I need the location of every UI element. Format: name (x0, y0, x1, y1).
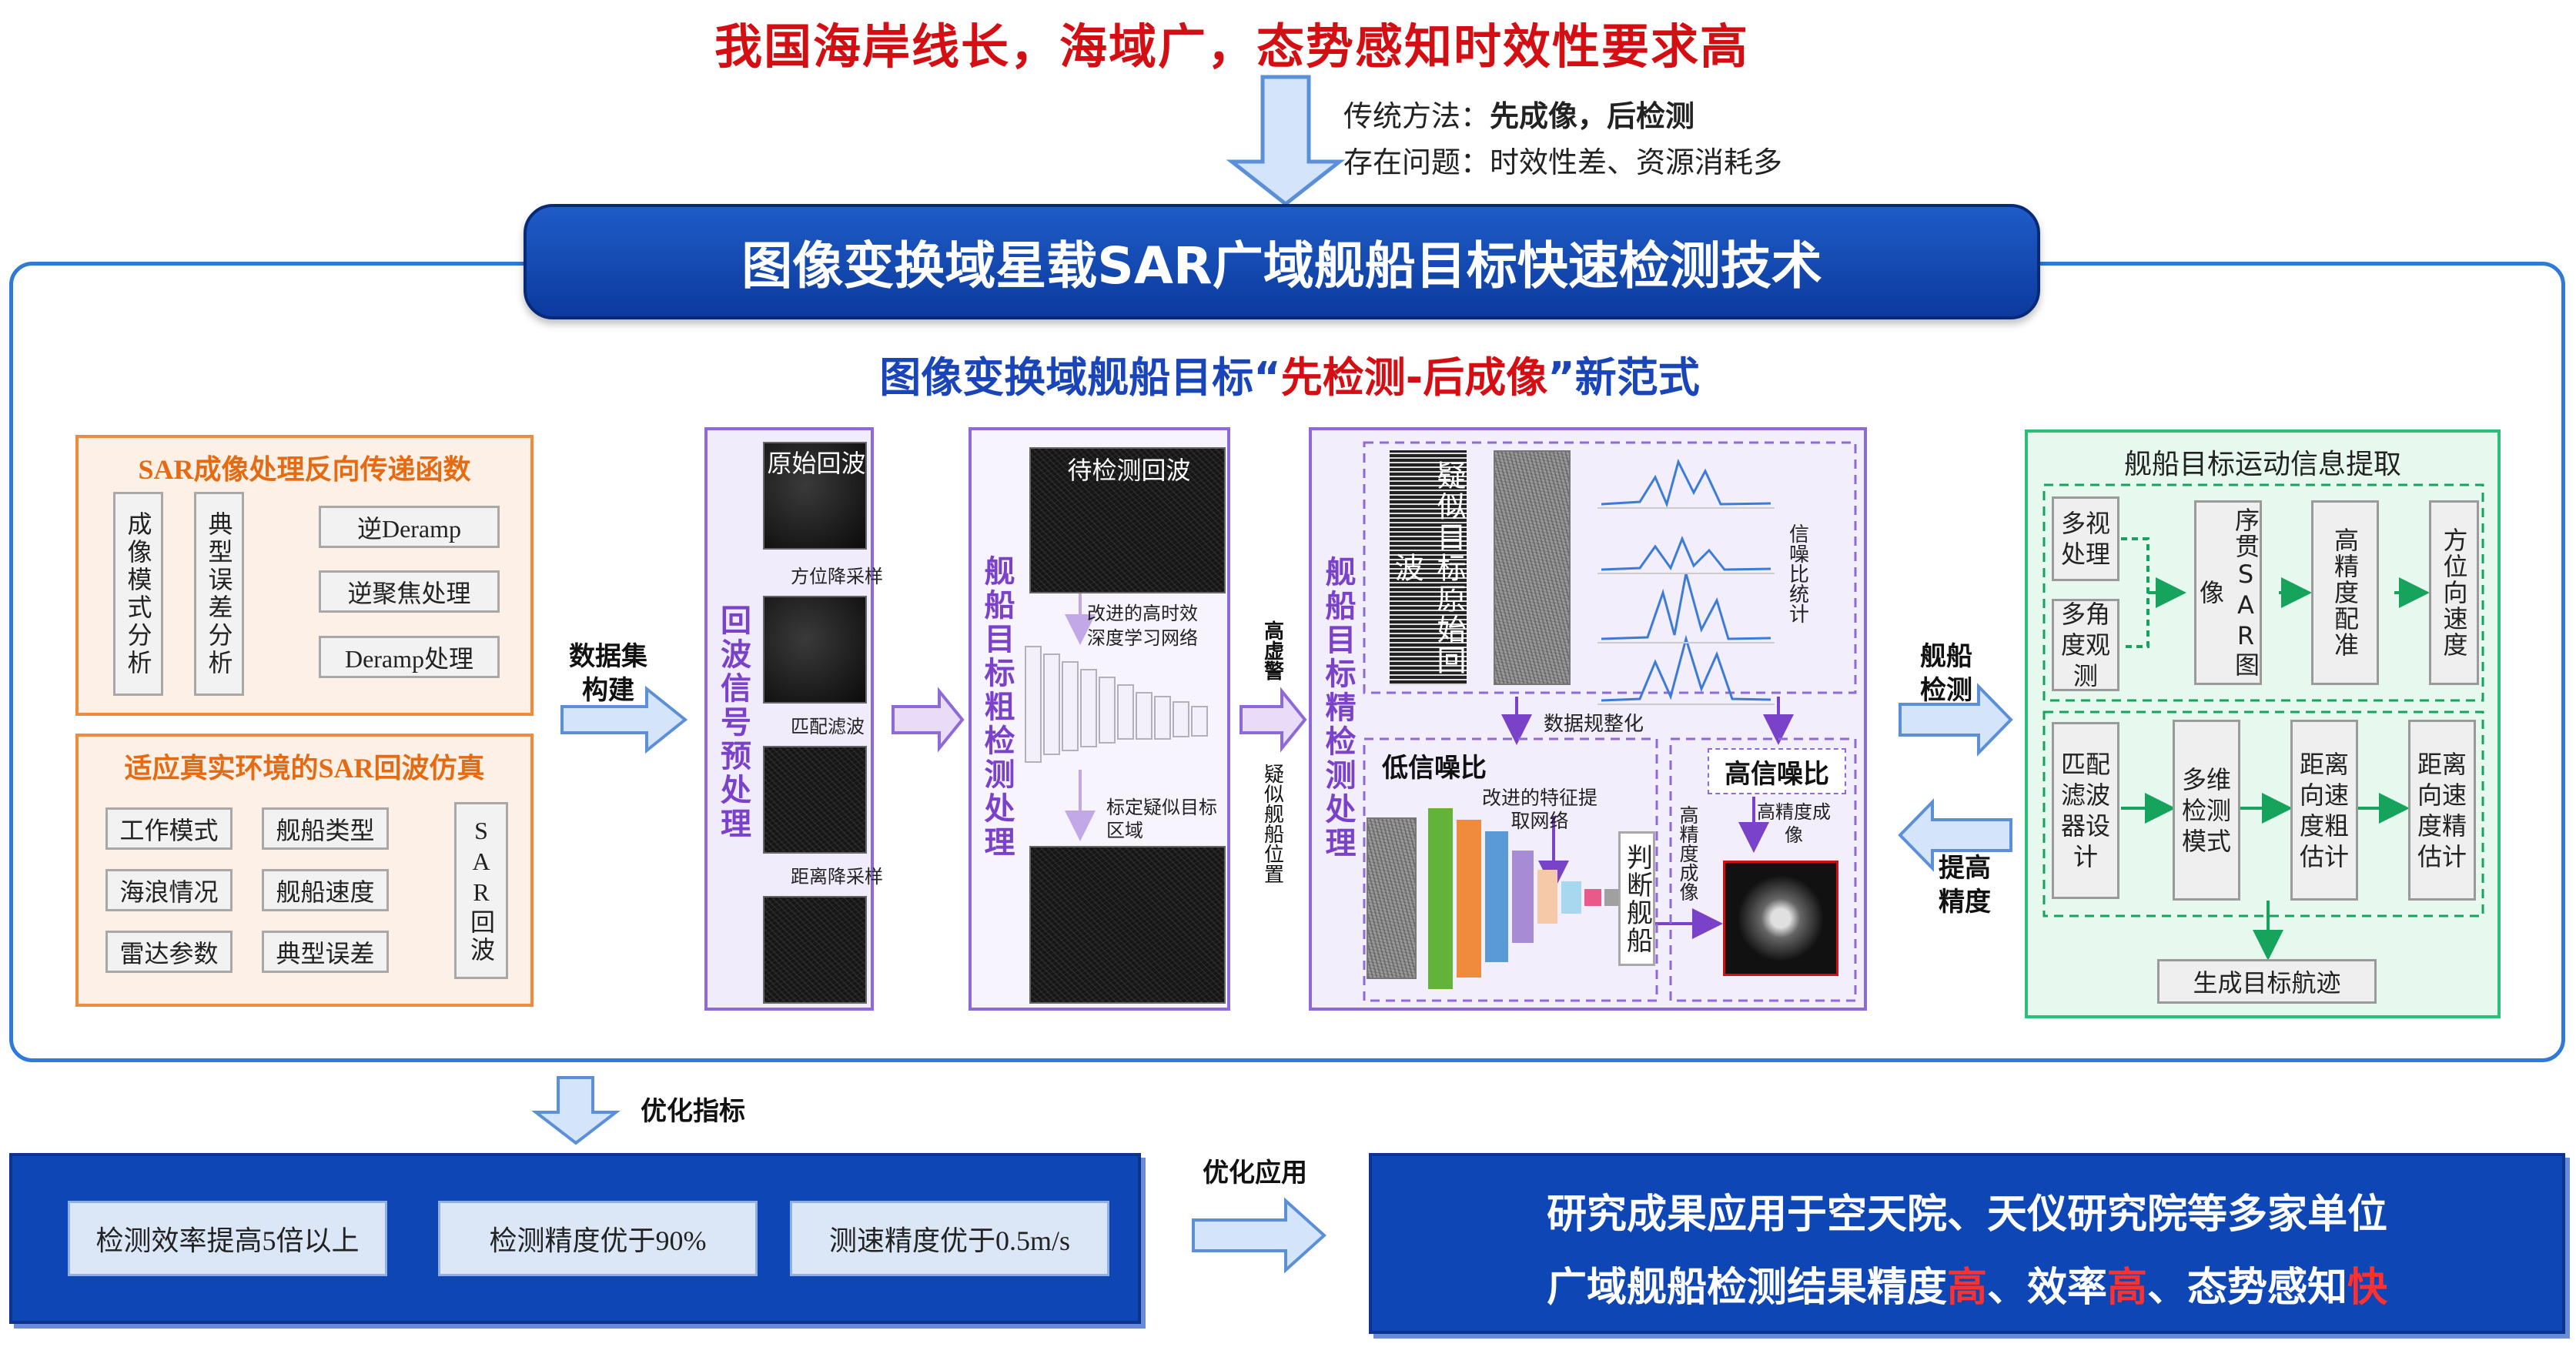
subtitle-post: ”新范式 (1547, 353, 1700, 402)
raw-echo-label: 原始回波 (767, 449, 866, 478)
traditional-prefix: 传统方法： (1343, 99, 1490, 133)
paradigm-subtitle: 图像变换域舰船目标“先检测-后成像”新范式 (693, 339, 1886, 408)
range-image (763, 896, 867, 1004)
result-text-a: 广域舰船检测结果精度 (1546, 1264, 1947, 1311)
coarse-detection-title: 舰船目标粗检测处理 (979, 555, 1015, 860)
suspect-gray-image (1494, 450, 1571, 685)
ship-detection-label: 舰船检测 (1920, 641, 1972, 706)
data-normalization: 数据规整化 (1544, 713, 1644, 736)
suspect-raw-echo: 疑似目标原始回波 (1390, 450, 1467, 685)
arrow-echo-coarse (892, 687, 965, 753)
marked-region-image (1029, 846, 1226, 1004)
result-text-c: 、效率 (1986, 1264, 2107, 1311)
radar-parameters: 雷达参数 (105, 931, 233, 973)
result-text-e: 、态势感知 (2147, 1264, 2348, 1311)
main-banner: 图像变换域星载SAR广域舰船目标快速检测技术 (524, 204, 2040, 319)
sequential-sar-image: 序贯SAR图像 (2194, 500, 2262, 685)
arrow-improve (1898, 798, 2012, 872)
traditional-method: 传统方法：先成像，后检测 (1343, 92, 1882, 140)
azimuth-downsample: 方位降采样 (791, 566, 883, 587)
high-precision-registration: 高精度配准 (2311, 500, 2379, 685)
ship-speed: 舰船速度 (262, 869, 389, 911)
wave-condition: 海浪情况 (105, 869, 233, 911)
problem-line: 存在问题：时效性差、资源消耗多 (1343, 145, 1783, 179)
metric-efficiency: 检测效率提高5倍以上 (68, 1201, 387, 1276)
range-speed-fine: 距离向速度精估计 (2408, 720, 2476, 901)
echo-preprocess-title: 回波信号预处理 (715, 604, 751, 841)
efficient-network-label: 改进的高时效深度学习网络 (1087, 603, 1198, 649)
hp-imaging-label: 高精度成像 (1757, 801, 1831, 846)
high-snr-label: 高信噪比 (1708, 748, 1846, 794)
matched-filter-design: 匹配滤波器设计 (2052, 722, 2119, 899)
coarse-detection-panel: 舰船目标粗检测处理 待检测回波 改进的高时效深度学习网络 标定疑似目标区域 (969, 427, 1230, 1011)
traditional-method-bold: 先成像，后检测 (1490, 99, 1695, 133)
arrow-coarse-fine (1239, 687, 1307, 753)
low-snr-image (1367, 817, 1417, 979)
raw-echo-image: 原始回波 (763, 442, 867, 550)
azimuth-image (763, 596, 867, 704)
sar-echo: SAR回波 (454, 802, 508, 979)
feature-network-label: 改进的特征提取网络 (1481, 787, 1597, 832)
snr-statistics: 信噪比统计 (1785, 523, 1809, 623)
echo-simulation-panel: 适应真实环境的SAR回波仿真 工作模式 舰船类型 海浪情况 舰船速度 雷达参数 … (75, 734, 534, 1007)
generate-track: 生成目标航迹 (2157, 959, 2377, 1004)
arrow-metrics (531, 1076, 621, 1145)
optimize-application-label: 优化应用 (1203, 1157, 1307, 1188)
optimize-metrics-label: 优化指标 (641, 1095, 745, 1127)
multi-angle-observation: 多角度观测 (2052, 599, 2119, 691)
high-false-alarm: 高虚警 (1260, 620, 1284, 680)
work-mode: 工作模式 (105, 807, 233, 850)
subtitle-pre: 图像变换域舰船目标“ (879, 353, 1281, 402)
improve-precision-label: 提高精度 (1939, 853, 1991, 917)
typical-error: 典型误差 (262, 931, 389, 973)
imaging-mode-analysis: 成像模式分析 (113, 492, 163, 696)
echo-to-detect-label: 待检测回波 (1067, 456, 1191, 485)
result-text-d: 高 (2107, 1264, 2148, 1311)
hp-imaging-result (1723, 861, 1838, 976)
arrow-dataset (560, 685, 688, 754)
results-line-1: 研究成果应用于空天院、天仪研究院等多家单位 (1546, 1191, 2387, 1238)
multi-dim-detection: 多维检测模式 (2173, 720, 2240, 901)
ship-type: 舰船类型 (262, 807, 389, 850)
inverse-transfer-panel: SAR成像处理反向传递函数 成像模式分析 典型误差分析 逆Deramp 逆聚焦处… (75, 435, 534, 716)
arrow-down-top (1226, 75, 1346, 207)
dataset-label: 数据集构建 (569, 641, 647, 706)
arrow-application (1192, 1197, 1326, 1274)
echo-preprocess-panel: 回波信号预处理 原始回波 方位降采样 匹配滤波 距离降采样 (704, 427, 883, 1011)
arrow-ship-detect (1899, 683, 2013, 757)
low-snr-label: 低信噪比 (1382, 753, 1487, 784)
result-text-f: 快 (2347, 1264, 2388, 1311)
metric-accuracy: 检测精度优于90% (438, 1201, 758, 1276)
typical-error-analysis: 典型误差分析 (194, 492, 244, 696)
judge-ship: 判断舰船 (1618, 831, 1655, 966)
suspected-ship-position: 疑似舰船位置 (1260, 764, 1284, 884)
hp-imaging-vertical: 高精度成像 (1677, 804, 1699, 901)
top-title: 我国海岸线长，海域广，态势感知时效性要求高 (714, 18, 1749, 75)
deramp-processing: Deramp处理 (319, 636, 500, 678)
range-downsample: 距离降采样 (791, 866, 883, 887)
metrics-panel: 检测效率提高5倍以上 检测精度优于90% 测速精度优于0.5m/s (9, 1153, 1141, 1324)
echo-to-detect-image: 待检测回波 (1029, 447, 1226, 593)
results-line-2: 广域舰船检测结果精度高、效率高、态势感知快 (1372, 1252, 2562, 1314)
filtered-image (763, 746, 867, 854)
subtitle-red: 先检测-后成像 (1280, 353, 1548, 402)
motion-info-title: 舰船目标运动信息提取 (2123, 449, 2401, 480)
metric-speed-accuracy: 测速精度优于0.5m/s (790, 1201, 1109, 1276)
inverse-deramp: 逆Deramp (319, 506, 500, 548)
inverse-focusing: 逆聚焦处理 (319, 570, 500, 613)
result-text-b: 高 (1946, 1264, 1987, 1311)
inverse-transfer-title: SAR成像处理反向传递函数 (138, 454, 471, 485)
mark-region-label: 标定疑似目标区域 (1106, 797, 1217, 841)
echo-simulation-title: 适应真实环境的SAR回波仿真 (124, 753, 485, 784)
range-speed-coarse: 距离向速度粗估计 (2290, 720, 2358, 901)
multi-look-processing: 多视处理 (2052, 496, 2119, 581)
azimuth-speed: 方位向速度 (2429, 500, 2479, 685)
fine-detection-title: 舰船目标精检测处理 (1320, 556, 1356, 861)
matched-filter: 匹配滤波 (791, 716, 865, 737)
results-panel: 研究成果应用于空天院、天仪研究院等多家单位 广域舰船检测结果精度高、效率高、态势… (1369, 1153, 2565, 1334)
